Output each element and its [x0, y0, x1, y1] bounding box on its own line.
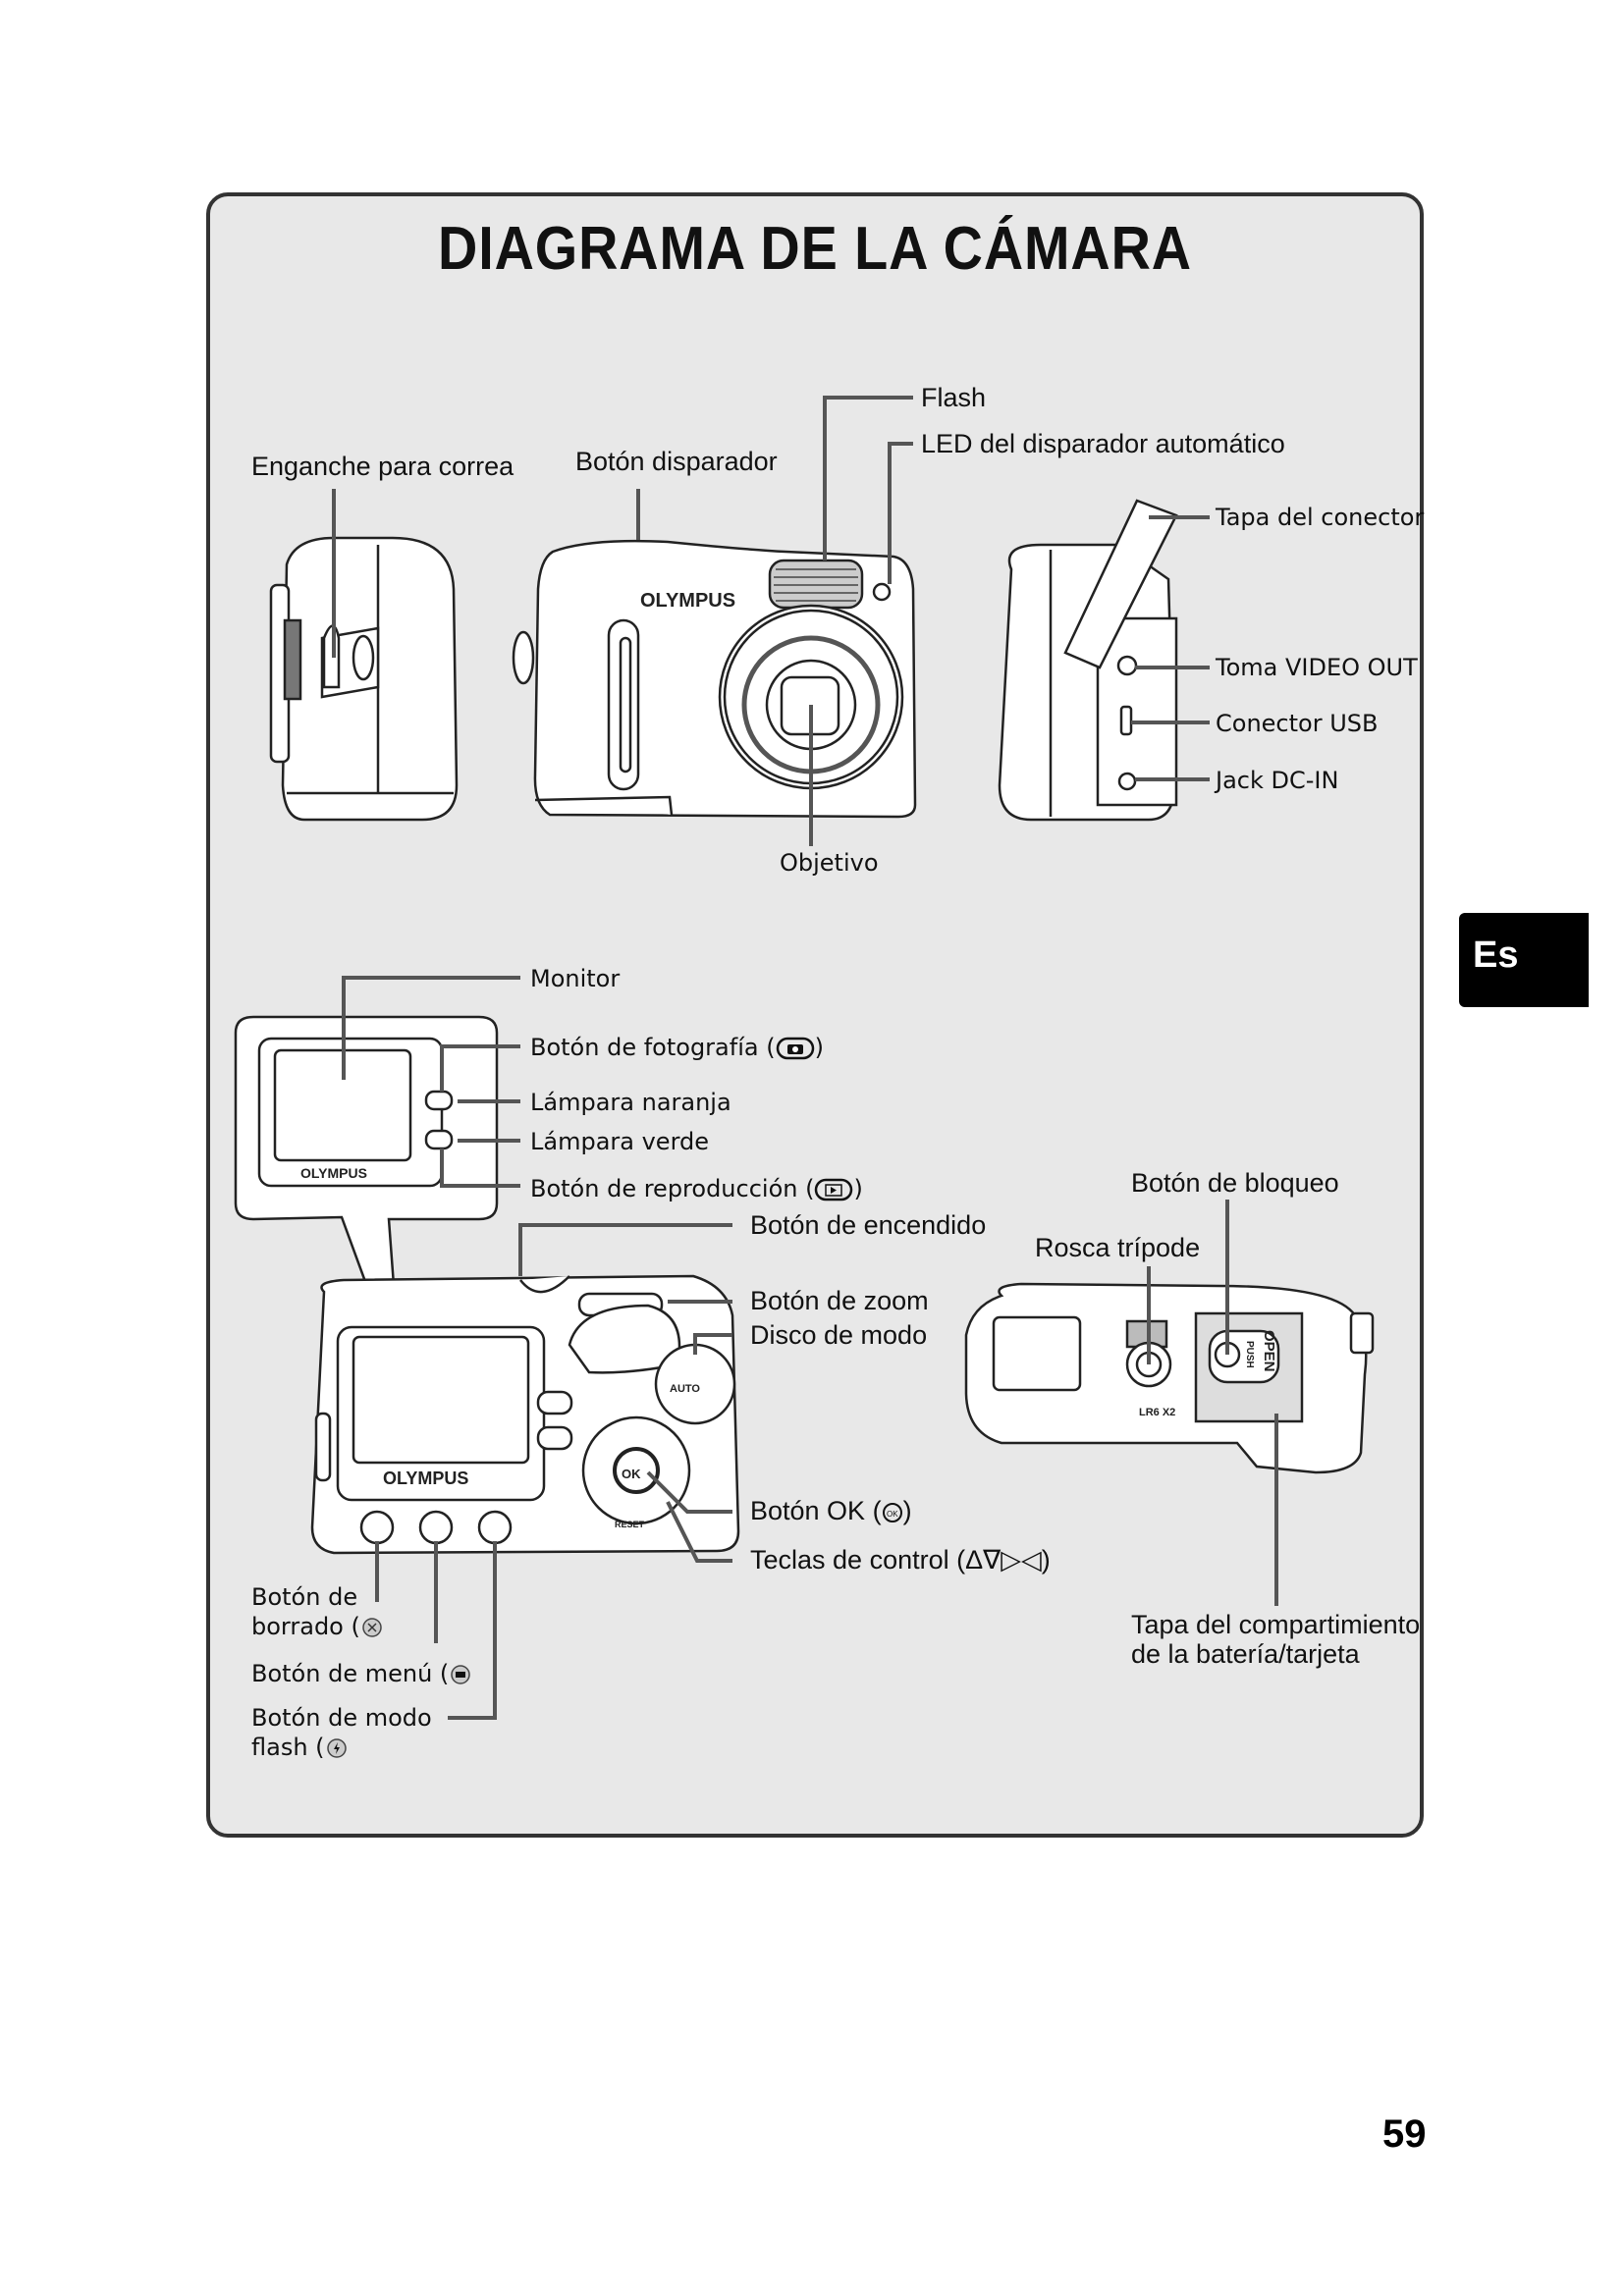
label-video-out: Toma VIDEO OUT	[1216, 654, 1418, 681]
label-battery-cover: Tapa del compartimiento de la batería/ta…	[1131, 1610, 1420, 1669]
camera-side-view-right	[998, 499, 1178, 822]
label-erase-line1: Botón de	[251, 1583, 358, 1611]
label-control-keys-text: Teclas de control (	[750, 1545, 966, 1575]
label-green-lamp: Lámpara verde	[530, 1128, 710, 1155]
back-brand-text: OLYMPUS	[383, 1468, 468, 1488]
label-menu-button: Botón de menú (	[251, 1659, 472, 1688]
ok-glyph-text: OK	[622, 1467, 641, 1481]
label-flash: Flash	[921, 383, 987, 412]
menu-icon	[451, 1665, 471, 1684]
label-ok-button: Botón OK ( OK)	[750, 1496, 912, 1525]
label-battery-cover-line2: de la batería/tarjeta	[1131, 1639, 1360, 1669]
language-tab[interactable]: Es	[1459, 913, 1589, 1007]
label-strap-eyelet: Enganche para correa	[251, 452, 514, 481]
label-photo-button: Botón de fotografía ()	[530, 1033, 824, 1062]
label-erase-line2: borrado (	[251, 1613, 360, 1640]
camera-back-view	[234, 1015, 740, 1555]
language-tab-label: Es	[1473, 934, 1519, 976]
flash-icon	[326, 1738, 347, 1758]
label-photo-button-text: Botón de fotografía (	[530, 1034, 776, 1061]
camera-front-view	[512, 539, 917, 819]
open-text: OPEN	[1261, 1330, 1277, 1372]
front-brand-text: OLYMPUS	[640, 590, 735, 612]
label-control-keys: Teclas de control (Δ∇▷◁)	[750, 1545, 1051, 1575]
label-dc-in: Jack DC-IN	[1216, 767, 1339, 794]
label-mode-dial: Disco de modo	[750, 1320, 928, 1350]
ok-icon: OK	[882, 1502, 902, 1522]
label-photo-button-close: )	[814, 1034, 824, 1061]
label-erase-button: Botón de borrado (	[251, 1582, 384, 1641]
label-monitor: Monitor	[530, 965, 621, 992]
label-ok-button-close: )	[902, 1496, 912, 1525]
callout-brand-text: OLYMPUS	[300, 1165, 367, 1181]
push-text: PUSH	[1244, 1341, 1255, 1368]
playback-icon	[815, 1178, 853, 1201]
label-lens: Objetivo	[780, 849, 879, 877]
camera-side-view-left	[269, 536, 459, 822]
camera-icon	[776, 1037, 814, 1060]
page-number: 59	[1382, 2112, 1427, 2156]
label-usb-connector: Conector USB	[1216, 710, 1379, 737]
page-title: DIAGRAMA DE LA CÁMARA	[437, 215, 1193, 283]
label-connector-cover: Tapa del conector	[1216, 504, 1425, 531]
diagram-panel	[206, 192, 1424, 1838]
label-flash-mode-line2: flash (	[251, 1734, 325, 1761]
label-ok-button-text: Botón OK (	[750, 1496, 882, 1525]
reset-text: RESET	[615, 1520, 645, 1529]
label-control-keys-close: )	[1041, 1545, 1051, 1575]
label-tripod-socket: Rosca trípode	[1035, 1233, 1201, 1262]
camera-bottom-view	[964, 1282, 1375, 1474]
label-flash-mode-line1: Botón de modo	[251, 1704, 432, 1732]
label-orange-lamp: Lámpara naranja	[530, 1089, 731, 1116]
label-battery-cover-line1: Tapa del compartimiento	[1131, 1610, 1421, 1639]
label-menu-button-text: Botón de menú (	[251, 1660, 450, 1687]
battery-type-text: LR6 X2	[1139, 1407, 1175, 1418]
svg-text:OK: OK	[887, 1510, 898, 1519]
leader-lines	[332, 396, 1278, 1720]
label-playback-button-text: Botón de reproducción (	[530, 1175, 815, 1202]
label-shutter-button: Botón disparador	[575, 447, 778, 476]
label-flash-mode-button: Botón de modo flash (	[251, 1703, 432, 1762]
label-self-timer-led: LED del disparador automático	[921, 429, 1285, 458]
label-lock-button: Botón de bloqueo	[1131, 1168, 1339, 1198]
erase-icon	[362, 1618, 382, 1637]
dial-auto-text: AUTO	[670, 1383, 700, 1395]
arrow-keys-icon: Δ∇▷◁	[965, 1545, 1042, 1575]
label-zoom-button: Botón de zoom	[750, 1286, 929, 1315]
label-playback-button: Botón de reproducción ()	[530, 1174, 863, 1203]
label-playback-button-close: )	[853, 1175, 863, 1202]
label-power-button: Botón de encendido	[750, 1210, 987, 1240]
